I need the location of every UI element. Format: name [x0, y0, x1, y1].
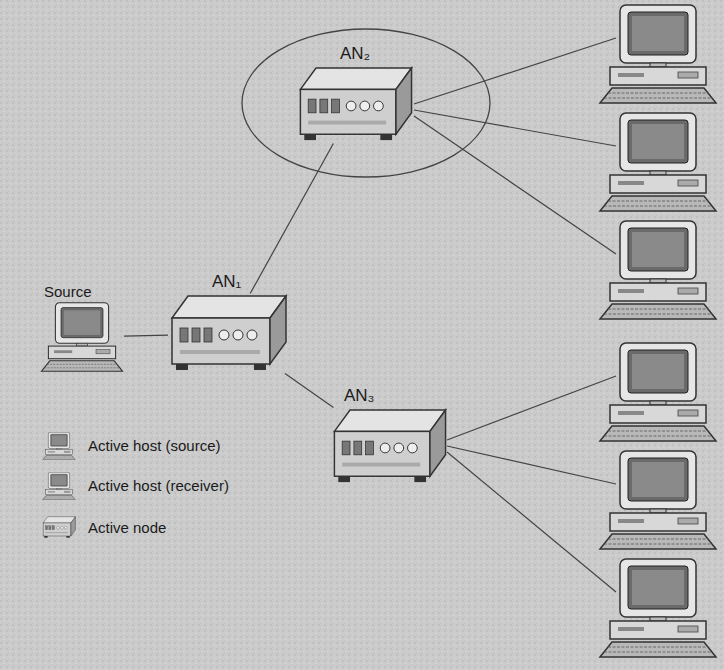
node-label: AN₃ — [344, 386, 448, 406]
legend-text: Active host (source) — [88, 437, 221, 454]
network-link — [250, 144, 333, 294]
network-link — [285, 374, 333, 408]
device-icon — [330, 408, 448, 486]
active-node: AN₃ — [330, 386, 448, 486]
legend-text: Active node — [88, 519, 166, 536]
receiver-hosts — [600, 5, 716, 657]
source-host: Source — [40, 283, 124, 372]
node-label: AN₁ — [212, 272, 288, 292]
legend-text: Active host (receiver) — [88, 477, 229, 494]
active-node: AN₂ — [296, 44, 414, 144]
computer-icon — [40, 302, 124, 372]
multicast-region — [242, 29, 490, 177]
node-label: AN₂ — [340, 44, 414, 64]
device-icon — [168, 294, 288, 374]
receiver-links — [414, 38, 616, 592]
device-icon — [296, 66, 414, 144]
legend-icons — [43, 432, 76, 537]
network-link — [124, 335, 168, 336]
active-node: AN₁ — [168, 272, 288, 374]
node-label: Source — [44, 283, 124, 300]
